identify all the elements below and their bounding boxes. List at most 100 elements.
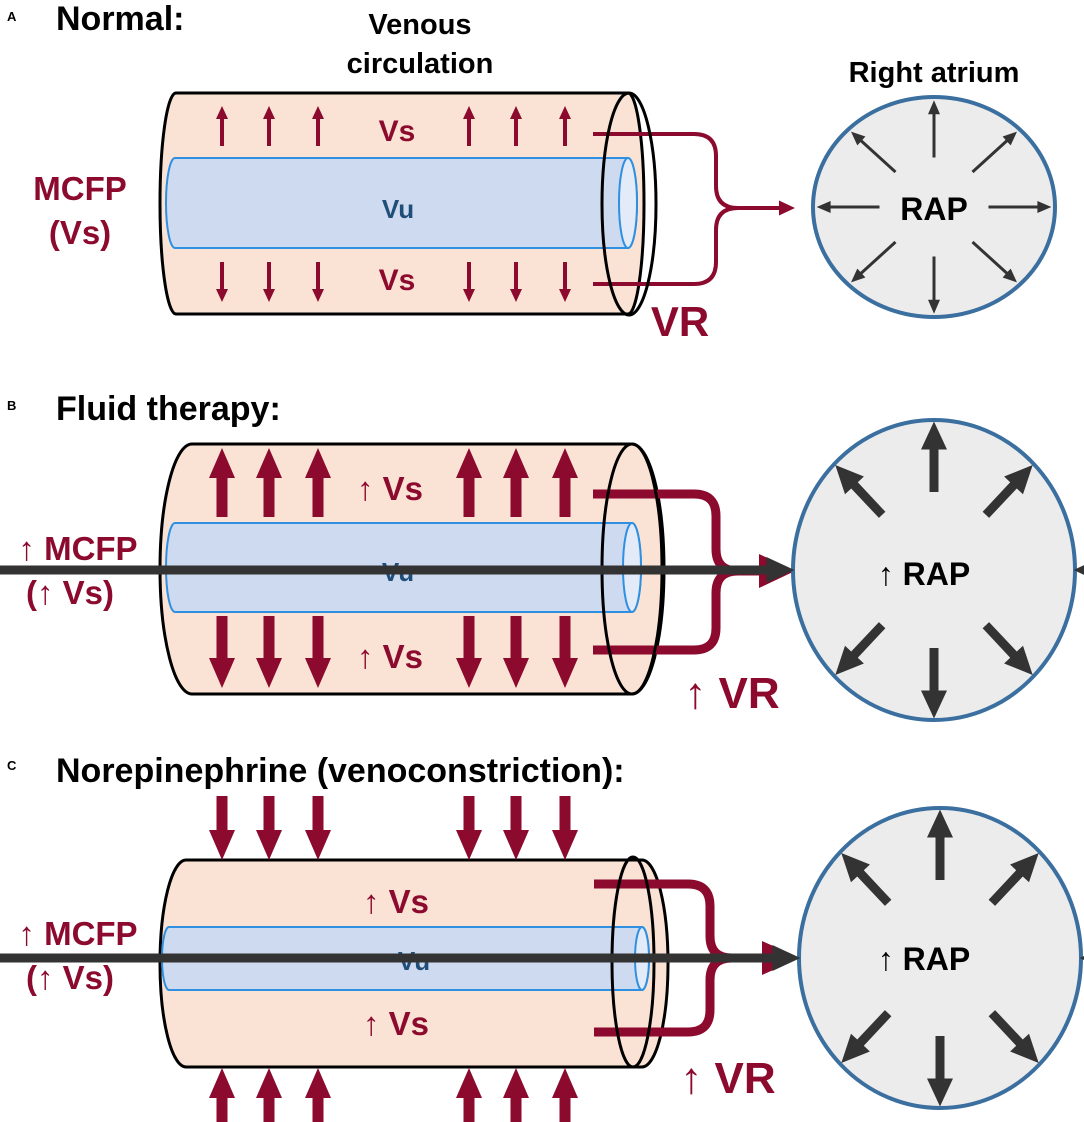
panel-c-title: Norepinephrine (venoconstriction): (56, 752, 625, 790)
inward-pressure-arrow (503, 1068, 529, 1122)
outward-pressure-arrow (503, 616, 529, 688)
right-atrium (0, 806, 1084, 1110)
pressure-arrow (921, 421, 947, 492)
outward-pressure-arrow (263, 106, 275, 146)
inward-pressure-arrow (256, 796, 282, 860)
pressure-arrow (928, 256, 940, 314)
outward-pressure-arrow (559, 262, 571, 302)
pressure-arrow (1079, 955, 1084, 961)
outward-pressure-arrow (305, 448, 331, 517)
outward-pressure-arrow (552, 448, 578, 517)
stressed-volume-top-label: ↑ Vs (357, 470, 423, 507)
mcfp-label: MCFP (33, 170, 127, 207)
pressure-arrow (971, 131, 1017, 174)
outward-pressure-arrow (263, 262, 275, 302)
panel-a: A Normal: MCFP (Vs) Vs Vs Vu VR RAP (7, 0, 1057, 345)
mcfp-label: ↑ MCFP (18, 530, 137, 567)
vein-cylinder (158, 91, 795, 317)
outward-pressure-arrow (209, 616, 235, 688)
outward-pressure-arrow (216, 262, 228, 302)
pressure-arrow (927, 1036, 953, 1107)
inward-pressure-arrow (305, 796, 331, 860)
pressure-arrow (988, 1010, 1039, 1063)
outward-pressure-arrow (552, 616, 578, 688)
outward-pressure-arrow (305, 616, 331, 688)
outward-pressure-arrow (463, 106, 475, 146)
pressure-arrow (851, 240, 897, 283)
stressed-volume-bottom-label: Vs (379, 264, 416, 297)
venous-return-line-top (593, 132, 739, 210)
pressure-arrow (1073, 565, 1084, 575)
outward-pressure-arrow (510, 106, 522, 146)
outward-pressure-arrow (312, 106, 324, 146)
inward-pressure-arrow (209, 1068, 235, 1122)
venous-return-label: ↑ VR (684, 669, 779, 718)
panel-a-title: Normal: (56, 0, 184, 38)
pressure-arrow (0, 945, 801, 971)
venous-return-label: ↑ VR (680, 1054, 775, 1103)
inward-pressure-arrow (552, 1068, 578, 1122)
outward-pressure-arrow (256, 448, 282, 517)
pressure-arrow (988, 201, 1052, 213)
unstressed-volume-label: Vu (382, 194, 414, 224)
rap-label: ↑ RAP (878, 556, 970, 592)
outward-pressure-arrow (463, 262, 475, 302)
outward-pressure-arrow (456, 616, 482, 688)
outward-pressure-arrow (503, 448, 529, 517)
right-atrium-header: Right atrium (849, 57, 1020, 89)
right-atrium (0, 418, 1084, 722)
stressed-volume-bottom-label: ↑ Vs (363, 1005, 429, 1042)
unstressed-vessel-end (618, 157, 638, 249)
mcfp-vs-label: (↑ Vs) (26, 959, 114, 996)
venous-circulation-header-line2: circulation (347, 48, 494, 80)
pressure-arrow (982, 622, 1033, 675)
stressed-volume-top-label: ↑ Vs (363, 883, 429, 920)
right-atrium (811, 95, 1057, 319)
inward-pressure-arrow (456, 796, 482, 860)
panel-c-letter: C (7, 758, 17, 773)
stressed-volume-bottom-label: ↑ Vs (357, 638, 423, 675)
outward-pressure-arrow (256, 616, 282, 688)
panel-b: B Fluid therapy: ↑ MCFP (↑ Vs) ↑ Vs ↑ Vs… (0, 390, 1084, 722)
rap-label: RAP (900, 191, 968, 227)
pressure-arrow (971, 240, 1017, 283)
mcfp-vs-label: (Vs) (49, 214, 111, 251)
inward-pressure-arrow (305, 1068, 331, 1122)
pressure-arrow (927, 809, 953, 880)
rap-label: ↑ RAP (878, 941, 970, 977)
panel-a-letter: A (7, 9, 17, 24)
outward-pressure-arrow (559, 106, 571, 146)
pressure-arrow (982, 465, 1033, 518)
panel-c: C Norepinephrine (venoconstriction): ↑ M… (0, 752, 1084, 1122)
pressure-arrow (841, 853, 892, 906)
venous-circulation-header-line1: Venous (368, 9, 471, 41)
venous-return-line-bottom (593, 206, 739, 286)
stressed-volume-top-label: Vs (379, 115, 416, 148)
panel-b-letter: B (7, 398, 16, 413)
pressure-arrow (988, 853, 1039, 906)
panel-b-title: Fluid therapy: (56, 390, 281, 428)
pressure-arrow (851, 131, 897, 174)
outward-pressure-arrow (456, 448, 482, 517)
outward-pressure-arrow (510, 262, 522, 302)
outward-pressure-arrow (209, 448, 235, 517)
inward-pressure-arrow (209, 796, 235, 860)
pressure-arrow (816, 201, 880, 213)
outward-pressure-arrow (216, 106, 228, 146)
pressure-arrow (0, 557, 795, 583)
inward-pressure-arrow (552, 796, 578, 860)
inward-pressure-arrow (503, 796, 529, 860)
pressure-arrow (921, 648, 947, 719)
mcfp-vs-label: (↑ Vs) (26, 574, 114, 611)
venous-return-arrow (726, 200, 795, 216)
mcfp-label: ↑ MCFP (18, 915, 137, 952)
inward-pressure-arrow (256, 1068, 282, 1122)
pressure-arrow (835, 465, 886, 518)
cylinder-end (600, 91, 658, 317)
pressure-arrow (928, 100, 940, 158)
pressure-arrow (841, 1010, 892, 1063)
pressure-arrow (835, 622, 886, 675)
venous-return-label: VR (651, 298, 709, 345)
outward-pressure-arrow (312, 262, 324, 302)
